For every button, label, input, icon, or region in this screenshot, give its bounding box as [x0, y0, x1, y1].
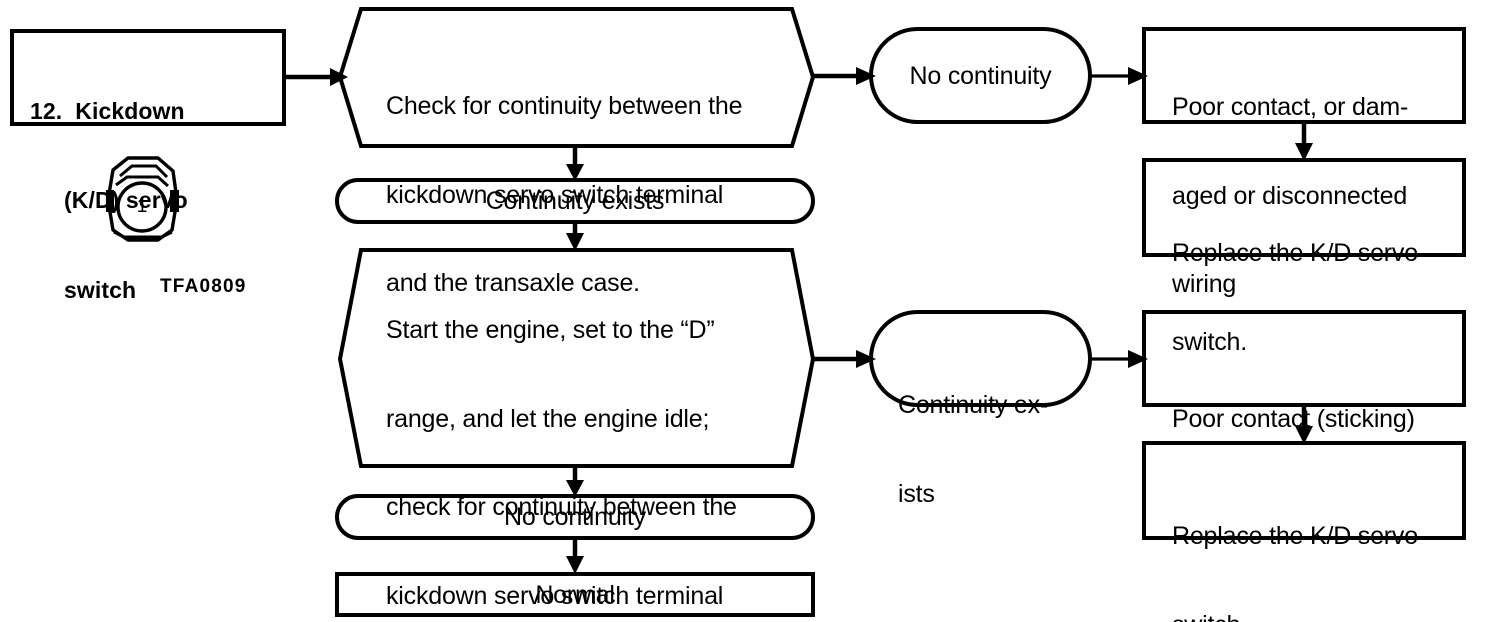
- title-line-1: 12. Kickdown: [30, 97, 185, 124]
- poor-contact-wiring-box-label: Poor contact, or dam- aged or disconnect…: [1172, 34, 1462, 359]
- check2-line-3: check for continuity between the: [386, 493, 737, 521]
- start-engine-hexagon-outline: [337, 248, 816, 468]
- poor-contact-wiring-line-3: wiring: [1172, 270, 1237, 298]
- replace-top-line-2: switch.: [1172, 327, 1248, 356]
- poor-contact-sticking-line-1: Poor contact (sticking): [1172, 405, 1415, 433]
- arrow-check1-to-continuity-exists: [566, 146, 584, 181]
- poor-contact-sticking-box-label: Poor contact (sticking): [1172, 346, 1462, 494]
- check1-line-2: kickdown servo switch terminal: [386, 180, 724, 209]
- check2-line-4: kickdown servo switch terminal: [386, 581, 724, 610]
- arrow-check1-to-no-continuity: [813, 67, 876, 85]
- connector-pin-number: 1: [136, 196, 148, 217]
- poor-contact-wiring-box-outline: [1142, 27, 1466, 124]
- replace-switch-top-box-label: Replace the K/D servo switch.: [1172, 180, 1462, 416]
- title-box-label: 12. Kickdown (K/D) servo switch: [30, 37, 280, 366]
- replace-bottom-line-1: Replace the K/D servo: [1172, 522, 1418, 550]
- replace-switch-top-box-outline: [1142, 158, 1466, 257]
- arrow-check2-to-no-continuity-stadium: [566, 466, 584, 497]
- replace-switch-bottom-box-label: Replace the K/D servo switch.: [1172, 463, 1462, 622]
- title-line-2: (K/D) servo: [64, 187, 188, 214]
- arrow-poor-contact-sticking-to-replace-bottom: [1295, 405, 1313, 444]
- continuity-exists-oval-label: Continuity ex- ists: [898, 332, 1098, 568]
- arrow-title-to-check1: [284, 68, 348, 86]
- check-continuity-hexagon-label: Check for continuity between the kickdow…: [386, 33, 796, 358]
- arrow-continuity-exists-to-check2: [566, 222, 584, 251]
- no-continuity-stadium-label: No continuity: [504, 503, 646, 531]
- title-line-3: switch: [64, 277, 137, 304]
- no-continuity-oval-label: No continuity: [909, 62, 1052, 90]
- check1-line-3: and the transaxle case.: [386, 269, 640, 297]
- check2-line-1: Start the engine, set to the “D”: [386, 316, 715, 344]
- replace-top-line-1: Replace the K/D servo: [1172, 239, 1418, 267]
- arrow-no-continuity-to-poor-contact: [1090, 67, 1148, 85]
- connector-caption: TFA0809: [160, 276, 247, 297]
- continuity-exists-stadium-label: Continuity exists: [485, 187, 665, 215]
- start-engine-hexagon-label: Start the engine, set to the “D” range, …: [386, 257, 806, 622]
- poor-contact-wiring-line-1: Poor contact, or dam-: [1172, 93, 1409, 121]
- continuity-exists-oval-line-1: Continuity ex-: [898, 391, 1049, 419]
- title-box-outline: [10, 29, 286, 126]
- arrow-check2-to-continuity-exists-oval: [813, 350, 876, 368]
- arrow-no-continuity-stadium-to-normal: [566, 538, 584, 574]
- poor-contact-wiring-line-2: aged or disconnected: [1172, 181, 1408, 210]
- replace-bottom-line-2: switch.: [1172, 611, 1462, 622]
- arrow-continuity-exists-oval-to-poor-contact-sticking: [1090, 350, 1148, 368]
- arrow-poor-contact-to-replace-top: [1295, 122, 1313, 161]
- connector-illustration-graphic: [106, 156, 179, 242]
- normal-box-label: Normal: [535, 581, 615, 609]
- poor-contact-sticking-box-outline: [1142, 310, 1466, 407]
- continuity-exists-oval-line-2: ists: [898, 479, 935, 508]
- check2-line-2: range, and let the engine idle;: [386, 404, 710, 433]
- check1-line-1: Check for continuity between the: [386, 92, 743, 120]
